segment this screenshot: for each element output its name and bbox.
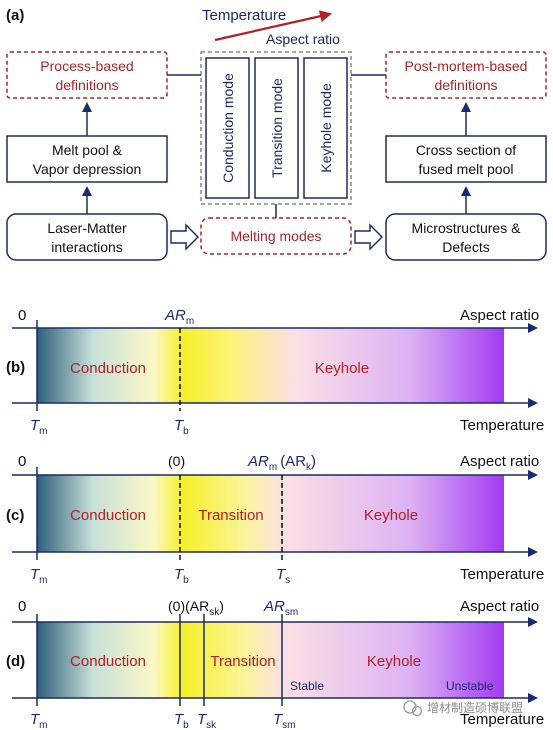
paren-zero-label-c: (0) bbox=[168, 453, 185, 469]
panel-b-label: (b) bbox=[6, 359, 25, 376]
conduction-mode-box bbox=[205, 57, 250, 199]
process-definitions-line2: definitions bbox=[55, 77, 118, 93]
temperature-label-b: Temperature bbox=[460, 417, 544, 434]
temperature-label-a: Temperature bbox=[202, 7, 286, 24]
panel-c-label: (c) bbox=[6, 507, 24, 524]
cross-section-line2: fused melt pool bbox=[419, 161, 514, 177]
transition-region-c: Transition bbox=[198, 507, 263, 524]
postmortem-definitions-line2: definitions bbox=[434, 77, 497, 93]
gradient-band-c bbox=[37, 475, 504, 552]
transition-mode-box bbox=[254, 57, 299, 199]
aspect-ratio-label-c: Aspect ratio bbox=[460, 453, 539, 470]
transition-region-d: Transition bbox=[210, 653, 275, 670]
conduction-region-b: Conduction bbox=[70, 360, 146, 377]
melt-pool-line2: Vapor depression bbox=[33, 161, 142, 177]
melt-pool-line1: Melt pool & bbox=[52, 142, 123, 158]
melt-pool-box bbox=[6, 135, 168, 183]
microstructures-line1: Microstructures & bbox=[412, 220, 522, 236]
mode-group-box bbox=[200, 51, 352, 205]
conduction-mode-text: Conduction mode bbox=[220, 73, 236, 183]
paren-zero-ar-sk-label-d: (0)(ARsk) bbox=[168, 598, 224, 618]
panel-a-label: (a) bbox=[6, 7, 24, 24]
keyhole-mode-box bbox=[303, 57, 348, 199]
zero-label-d: 0 bbox=[18, 598, 26, 615]
zero-label-b: 0 bbox=[18, 307, 26, 324]
postmortem-definitions-line1: Post-mortem-based bbox=[405, 58, 528, 74]
gradient-band-b bbox=[37, 328, 504, 403]
block-arrow-right bbox=[354, 223, 383, 251]
ar-m-label-b: ARm bbox=[164, 307, 194, 327]
temperature-label-c: Temperature bbox=[460, 566, 544, 583]
laser-matter-line1: Laser-Matter bbox=[47, 220, 127, 236]
aspect-ratio-label-d: Aspect ratio bbox=[460, 598, 539, 615]
stable-label-d: Stable bbox=[290, 679, 324, 693]
panel-c: 0 (0) ARm(ARk) Aspect ratio (c) Conducti… bbox=[6, 453, 544, 586]
tm-label-d: Tm bbox=[30, 711, 48, 730]
block-arrow-left bbox=[170, 223, 199, 251]
tm-label-b: Tm bbox=[30, 417, 48, 437]
panel-b: 0 ARm Aspect ratio (b) Conduction Keyhol… bbox=[6, 307, 544, 437]
panel-a: (a) Temperature Aspect ratio Conduction … bbox=[6, 7, 547, 261]
watermark-text: 增材制造硕博联盟 bbox=[427, 700, 523, 715]
tb-label-c: Tb bbox=[174, 566, 189, 586]
keyhole-mode-text: Keyhole mode bbox=[318, 83, 334, 173]
ar-sm-label-d: ARsm bbox=[263, 598, 298, 618]
cross-section-box bbox=[385, 135, 547, 183]
zero-label-c: 0 bbox=[18, 453, 26, 470]
microstructures-line2: Defects bbox=[442, 239, 489, 255]
ar-m-ar-k-label-c: ARm(ARk) bbox=[247, 453, 316, 473]
keyhole-region-c: Keyhole bbox=[364, 507, 418, 524]
temperature-arrow bbox=[214, 10, 332, 42]
panel-d: 0 (0)(ARsk) ARsm Aspect ratio (d) Conduc… bbox=[6, 598, 544, 730]
process-definitions-line1: Process-based bbox=[40, 58, 133, 74]
aspect-ratio-label-b: Aspect ratio bbox=[460, 307, 539, 324]
keyhole-region-d: Keyhole bbox=[367, 653, 421, 670]
wechat-icon-small bbox=[411, 705, 423, 717]
panel-d-label: (d) bbox=[6, 653, 25, 670]
melting-modes-text: Melting modes bbox=[230, 228, 321, 244]
transition-mode-text: Transition mode bbox=[269, 78, 285, 178]
conduction-region-c: Conduction bbox=[70, 507, 146, 524]
conduction-region-d: Conduction bbox=[70, 653, 146, 670]
tsk-label-d: Tsk bbox=[197, 711, 217, 730]
unstable-label-d: Unstable bbox=[446, 679, 494, 693]
tm-label-c: Tm bbox=[30, 566, 48, 586]
keyhole-region-b: Keyhole bbox=[315, 360, 369, 377]
tb-label-b: Tb bbox=[174, 417, 189, 437]
laser-matter-line2: interactions bbox=[51, 239, 123, 255]
temperature-label-d: Temperature bbox=[460, 711, 544, 728]
tb-label-d: Tb bbox=[174, 711, 189, 730]
ts-label-c: Ts bbox=[276, 566, 290, 586]
gradient-band-d bbox=[37, 622, 504, 698]
tsm-label-d: Tsm bbox=[273, 711, 296, 730]
cross-section-line1: Cross section of bbox=[416, 142, 516, 158]
aspect-ratio-label-a: Aspect ratio bbox=[266, 31, 340, 47]
watermark: 增材制造硕博联盟 bbox=[403, 700, 523, 717]
